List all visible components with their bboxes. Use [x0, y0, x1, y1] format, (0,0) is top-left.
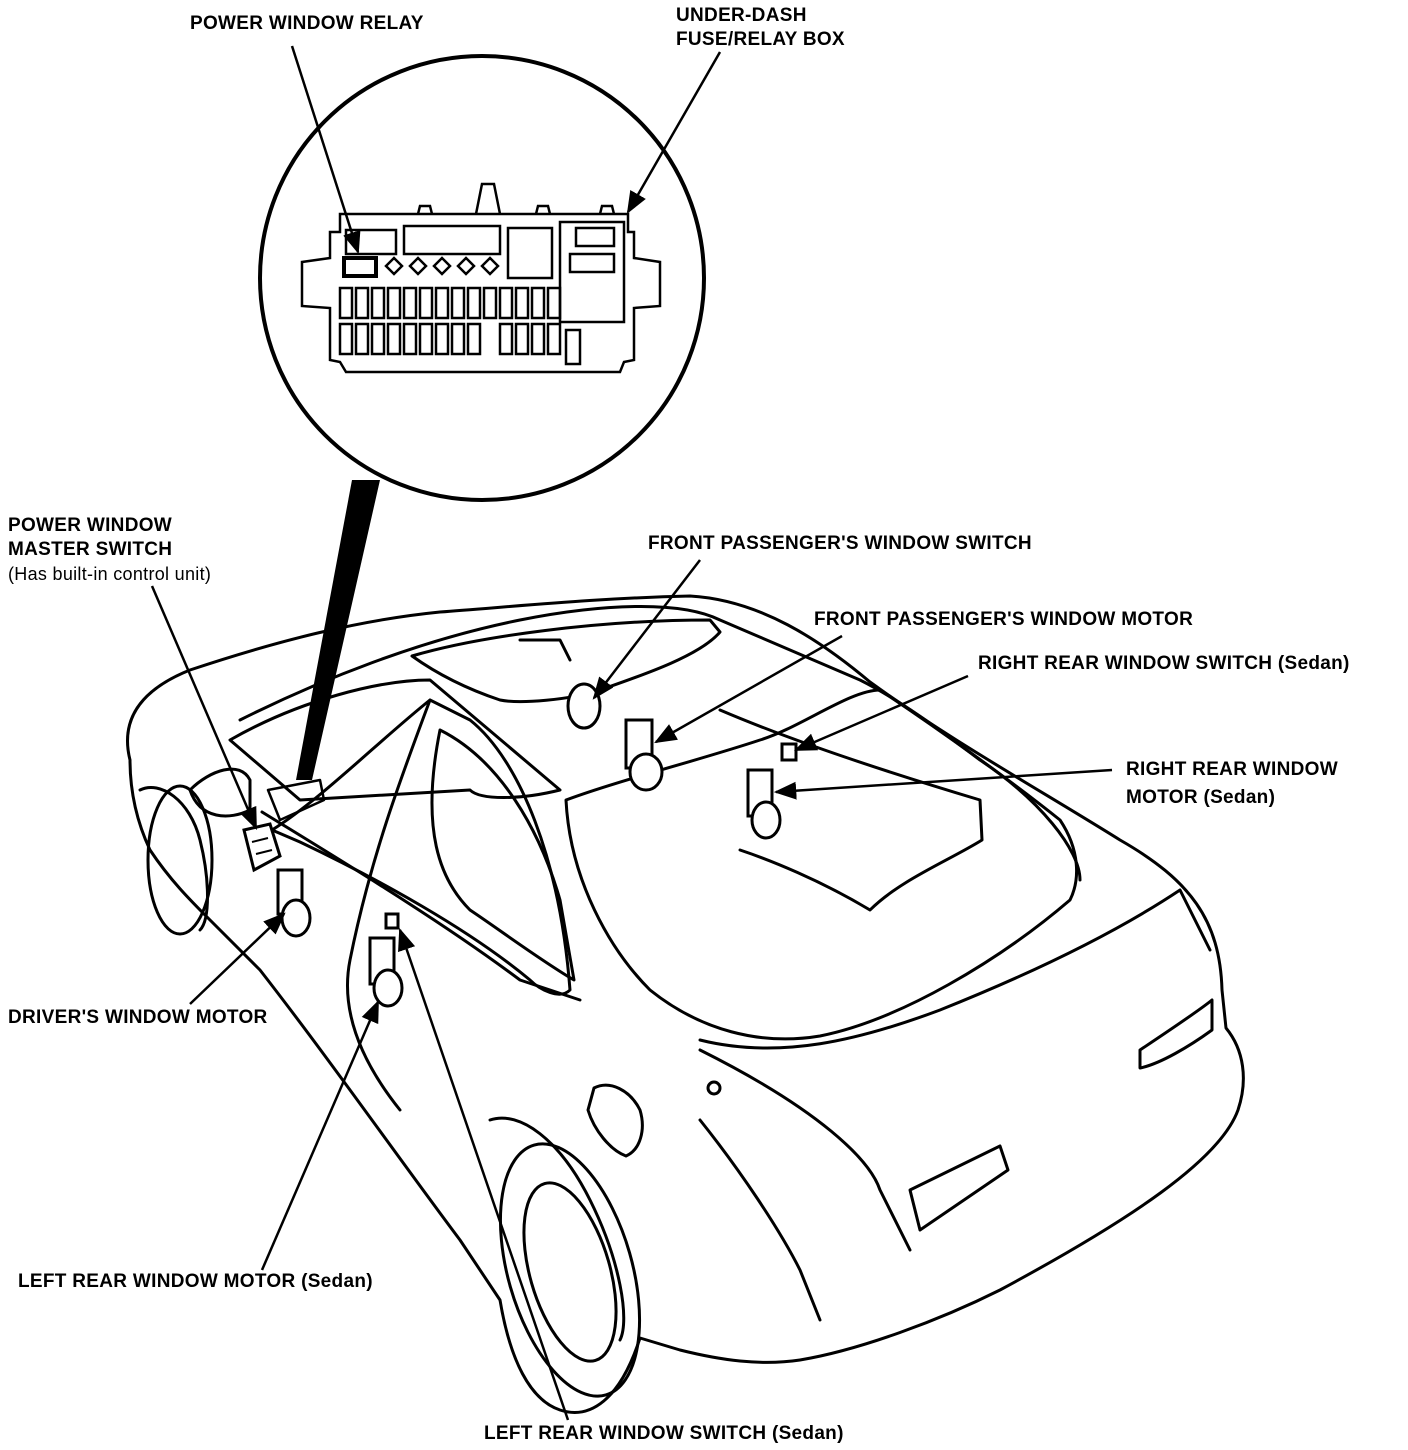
- front-door-window: [270, 698, 572, 996]
- door-belt-line: [260, 810, 582, 1002]
- label-power-window-relay: POWER WINDOW RELAY: [190, 13, 424, 34]
- rear-door-window: [430, 728, 576, 982]
- rear-deck: [698, 888, 1212, 1050]
- label-right-rear-switch: RIGHT REAR WINDOW SWITCH (Sedan): [978, 653, 1350, 674]
- trunk-lock: [706, 1080, 722, 1096]
- front-wheel-arch: [138, 786, 209, 932]
- trunk-line: [698, 1048, 912, 1252]
- leader-power-window-relay: [290, 45, 361, 255]
- detail-magnifier: [258, 54, 706, 780]
- leader-under-dash-box: [626, 51, 722, 214]
- leader-front-passenger-switch: [592, 559, 701, 700]
- dash-line: [518, 638, 572, 662]
- right-rear-window-switch: [780, 742, 798, 762]
- left-rear-window-switch: [384, 912, 400, 930]
- rear-window: [564, 688, 1079, 1041]
- power-window-master-switch: [242, 822, 282, 873]
- components: [242, 682, 798, 1008]
- label-front-passenger-motor: FRONT PASSENGER'S WINDOW MOTOR: [814, 609, 1194, 630]
- label-under-dash-line1: UNDER-DASH: [676, 5, 807, 26]
- fuse-rows: [338, 286, 562, 356]
- front-wheel: [146, 784, 214, 936]
- leader-left-rear-motor: [260, 999, 380, 1271]
- rear-wheel-inner: [522, 1181, 618, 1363]
- leader-master-switch: [150, 585, 258, 831]
- license-plate-area: [908, 1144, 1010, 1232]
- leader-right-rear-motor: [773, 768, 1113, 800]
- windshield: [228, 678, 562, 802]
- label-front-passenger-switch: FRONT PASSENGER'S WINDOW SWITCH: [648, 533, 1032, 554]
- rear-bumper: [698, 1118, 822, 1322]
- label-left-rear-switch: LEFT REAR WINDOW SWITCH (Sedan): [484, 1423, 844, 1444]
- rear-wheel-outer: [498, 1142, 642, 1398]
- fuel-door: [586, 1083, 644, 1158]
- side-mirror: [188, 767, 252, 818]
- label-master-switch-note: (Has built-in control unit): [8, 564, 212, 584]
- callout-lines: [150, 45, 1113, 1421]
- label-drivers-motor: DRIVER'S WINDOW MOTOR: [8, 1007, 268, 1028]
- leader-right-rear-switch: [793, 674, 969, 752]
- label-right-rear-motor-line2: MOTOR (Sedan): [1126, 787, 1276, 808]
- dash-panel: [266, 778, 326, 822]
- leader-left-rear-switch: [398, 927, 570, 1421]
- drivers-window-motor: [276, 868, 312, 938]
- label-right-rear-motor-line1: RIGHT REAR WINDOW: [1126, 759, 1338, 780]
- label-under-dash-line2: FUSE/RELAY BOX: [676, 29, 845, 50]
- front-passengers-window-switch: [566, 682, 602, 730]
- b-pillar: [345, 698, 432, 1112]
- leader-drivers-motor: [189, 912, 286, 1005]
- sunroof: [410, 618, 722, 704]
- rear-wheel-arch: [488, 1116, 626, 1342]
- roof-outline: [238, 604, 1082, 882]
- tail-light-right: [1138, 998, 1214, 1070]
- left-rear-window-motor: [368, 936, 404, 1008]
- power-window-relay: [342, 256, 378, 278]
- right-rear-window-motor: [746, 768, 782, 840]
- label-master-switch-line1: POWER WINDOW: [8, 515, 173, 536]
- car-outer-silhouette: [126, 594, 1245, 1414]
- leader-front-passenger-motor: [654, 634, 843, 744]
- label-master-switch-line2: MASTER SWITCH: [8, 539, 173, 560]
- fuse-relay-box: [300, 182, 662, 374]
- front-passengers-window-motor: [624, 718, 664, 792]
- label-left-rear-motor: LEFT REAR WINDOW MOTOR (Sedan): [18, 1271, 373, 1292]
- relay-sockets: [384, 256, 500, 276]
- car-body: [126, 594, 1245, 1414]
